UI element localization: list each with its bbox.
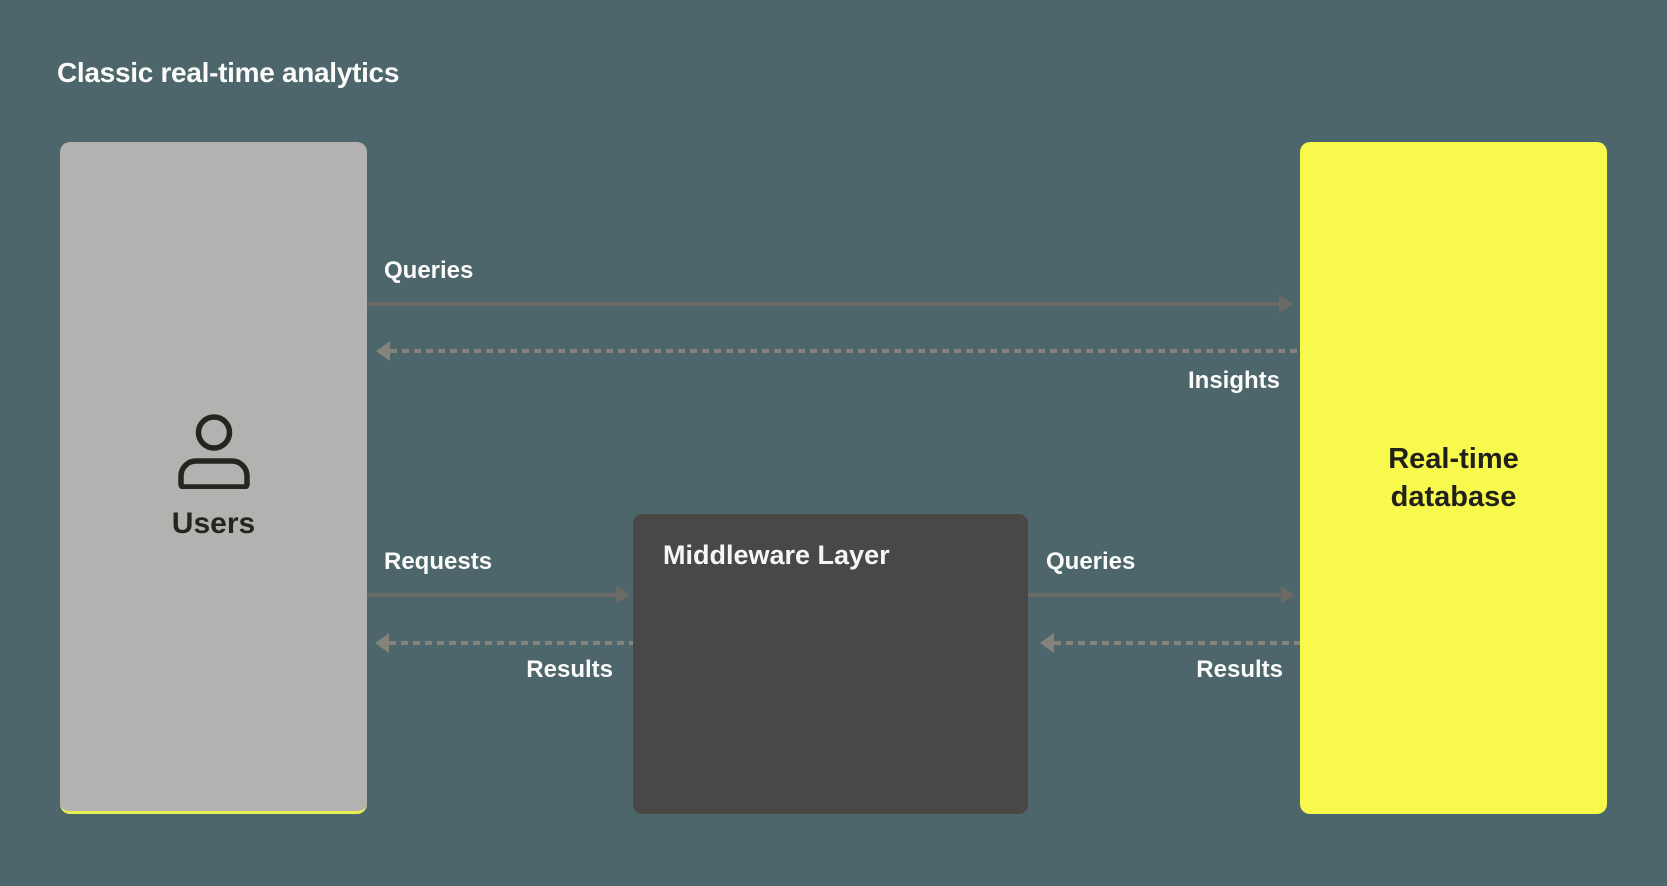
database-node: Real-time database	[1300, 142, 1607, 814]
queries-arrow-label: Queries	[384, 257, 474, 284]
person-icon	[177, 413, 250, 489]
diagram-title: Classic real-time analytics	[57, 57, 400, 88]
middleware-node-label: Middleware Layer	[663, 540, 890, 570]
results-arrow-middleware-to-users	[389, 641, 633, 645]
insights-arrow-label: Insights	[1187, 367, 1280, 394]
requests-arrow-label: Requests	[384, 548, 493, 575]
database-node-label: Real-time database	[1388, 442, 1519, 513]
results-right-arrow-label: Results	[1196, 656, 1283, 683]
results-left-arrow-label: Results	[526, 656, 613, 683]
queries-mid-arrow-label: Queries	[1046, 548, 1136, 575]
requests-arrow-users-to-middleware	[367, 593, 616, 597]
users-node-label: Users	[171, 506, 256, 540]
middleware-node: Middleware Layer	[633, 514, 1028, 814]
queries-arrow-middleware-to-database	[1028, 593, 1281, 597]
results-arrow-database-to-middleware	[1054, 641, 1300, 645]
queries-arrow-users-to-database	[367, 302, 1279, 306]
insights-arrow-database-to-users	[390, 349, 1300, 353]
users-node: Users	[60, 142, 367, 814]
